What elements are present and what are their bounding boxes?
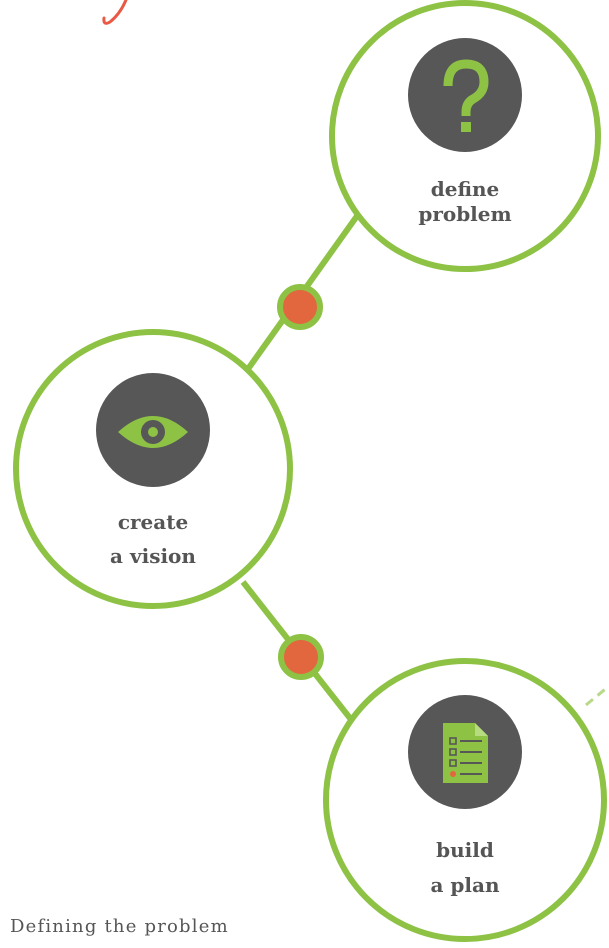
step-label-line1: create <box>118 510 188 534</box>
step-label-line2: a plan <box>430 873 499 897</box>
step-label-line1: build <box>436 838 494 862</box>
icon-badge <box>408 38 522 152</box>
eye-icon <box>118 416 188 448</box>
step-label-line1: define <box>431 177 500 201</box>
question-icon <box>443 59 489 132</box>
step-build-plan: build a plan <box>323 658 607 942</box>
step-define-problem: define problem <box>329 0 601 272</box>
connector-node-1 <box>277 284 323 330</box>
top-red-stroke <box>102 0 128 25</box>
connector-node-2 <box>278 634 324 680</box>
checklist-icon <box>443 723 488 783</box>
step-label-line2: problem <box>418 202 511 226</box>
caption: Defining the problem <box>10 916 229 937</box>
step-create-vision: create a vision <box>13 329 293 609</box>
step-label-line2: a vision <box>110 544 196 568</box>
dashed-connector <box>585 684 609 707</box>
